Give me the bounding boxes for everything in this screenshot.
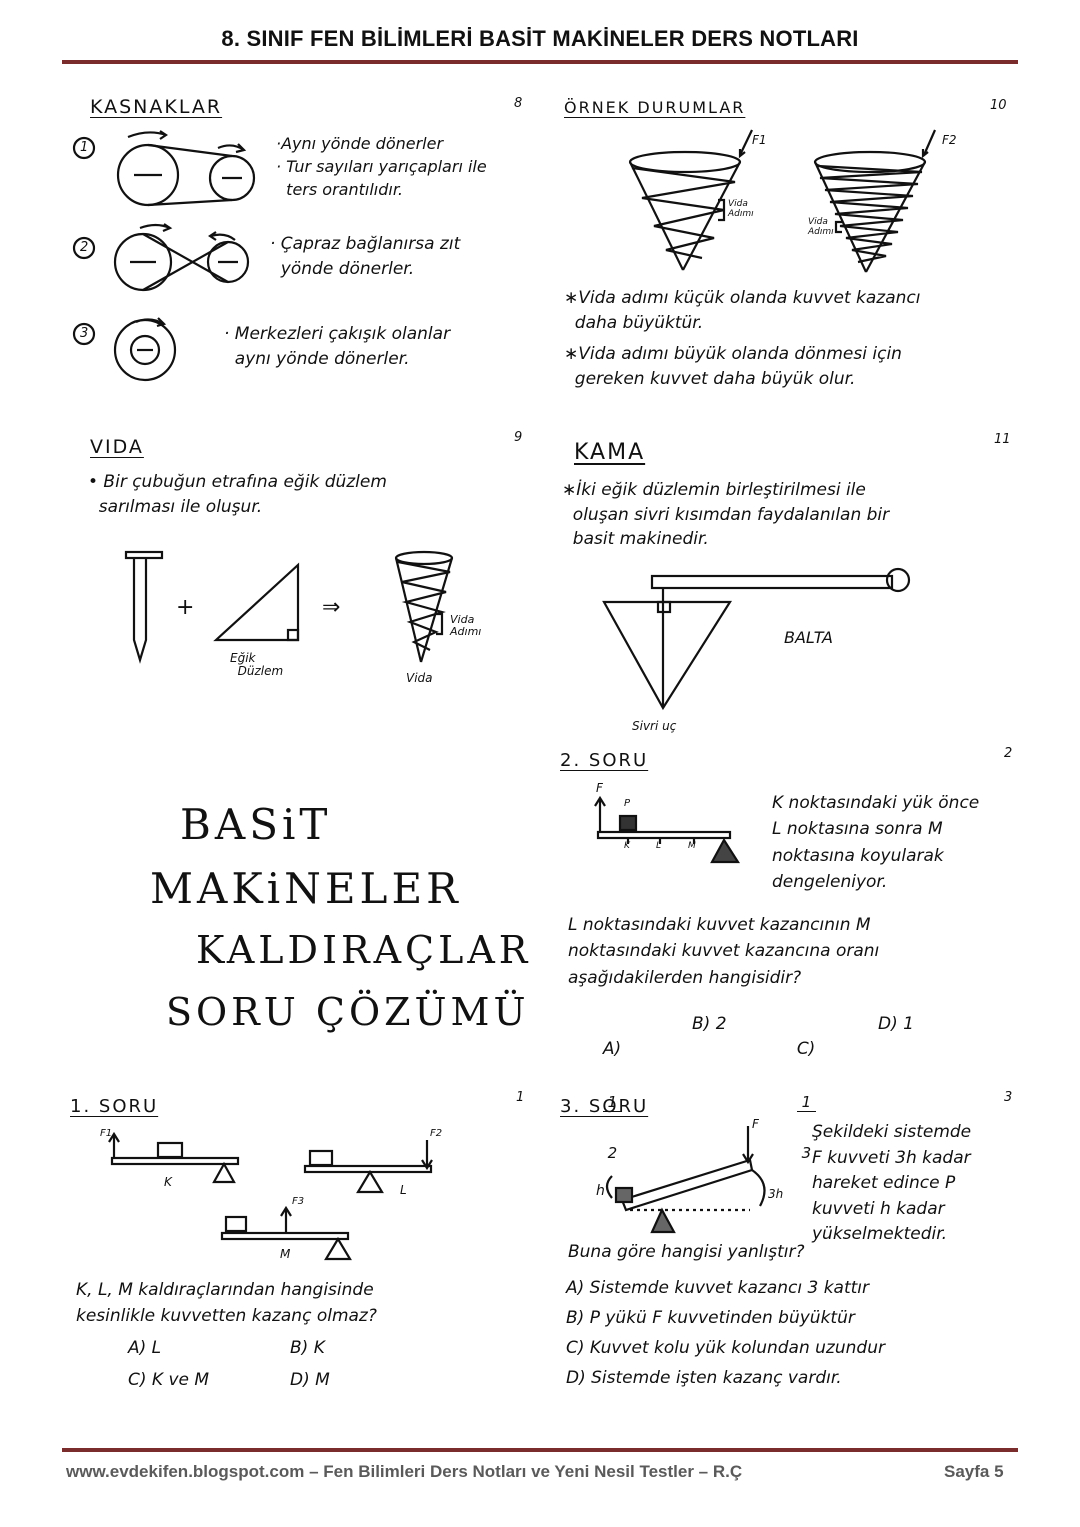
cover-line-3: KALDIRAÇLAR	[196, 928, 532, 972]
vida-inclined-plane-icon	[213, 562, 300, 642]
soru1-lever-m-diagram	[220, 1205, 352, 1261]
vida-label: Vida	[406, 671, 433, 685]
vida-adimi-label-2: Vida Adımı	[808, 217, 834, 237]
soru2-option-c-denominator: 3	[801, 1143, 812, 1162]
kasnak-3-marker: 3	[80, 326, 89, 341]
soru3-h-label: h	[596, 1183, 605, 1199]
vida-adimi-label-3: Vida Adımı	[450, 613, 482, 639]
soru1-k-label: K	[164, 1175, 172, 1189]
soru3-question: Buna göre hangisi yanlıştır?	[568, 1242, 805, 1262]
kasnak-3-text: · Merkezleri çakışık olanlar aynı yönde …	[224, 324, 451, 369]
page-title: 8. SINIF FEN BİLİMLERİ BASİT MAKİNELER D…	[221, 26, 859, 51]
soru2-f-label: F	[596, 781, 603, 795]
soru3-option-d: D) Sistemde işten kazanç vardır.	[566, 1368, 842, 1388]
vida-title: VIDA	[90, 436, 144, 458]
soru2-lever-diagram	[594, 795, 741, 864]
soru2-option-a-fraction: 1 2	[602, 1061, 622, 1194]
kama-number: 11	[994, 432, 1011, 447]
soru2-option-d: D) 1	[878, 1014, 914, 1034]
ornek-note-1: ∗Vida adımı küçük olanda kuvvet kazancı …	[564, 288, 921, 333]
soru2-number: 2	[1004, 746, 1013, 761]
axe-diagram	[602, 567, 911, 711]
soru2-option-c-numerator: 1	[796, 1094, 816, 1112]
soru1-f2-label: F2	[430, 1128, 443, 1139]
plus-sign: +	[176, 595, 195, 620]
soru1-number: 1	[516, 1090, 525, 1105]
soru3-number: 3	[1004, 1090, 1013, 1105]
soru1-f3-label: F3	[292, 1196, 305, 1207]
screw-small-pitch-diagram	[813, 129, 937, 273]
header-rule	[62, 60, 1018, 64]
soru3-option-b: B) P yükü F kuvvetinden büyüktür	[566, 1308, 855, 1328]
soru2-option-c-fraction: 1 3	[796, 1061, 816, 1194]
footer-source: www.evdekifen.blogspot.com – Fen Bilimle…	[66, 1462, 743, 1481]
kama-title: KAMA	[574, 440, 646, 465]
soru1-lever-l-diagram	[303, 1140, 433, 1194]
pulley-concentric-diagram	[72, 317, 177, 382]
kasnaklar-title: KASNAKLAR	[90, 96, 223, 118]
soru3-f-label: F	[752, 1117, 759, 1131]
vida-adimi-label-1: Vida Adımı	[728, 199, 754, 219]
cover-line-1: BASiT	[180, 800, 332, 849]
soru2-question: L noktasındaki kuvvet kazancının M nokta…	[568, 915, 880, 988]
ornek-durumlar-title: ÖRNEK DURUMLAR	[564, 98, 746, 117]
soru2-option-b: B) 2	[692, 1014, 727, 1034]
soru3-3h-label: 3h	[768, 1187, 784, 1201]
pulley-crossed-belt-diagram	[72, 223, 250, 292]
balta-label: BALTA	[784, 628, 833, 647]
f2-label: F2	[942, 133, 957, 147]
cover-line-4: SORU ÇÖZÜMÜ	[166, 990, 530, 1034]
f1-label: F1	[752, 133, 767, 147]
page-number: Sayfa 5	[944, 1462, 1004, 1481]
kasnaklar-number: 8	[514, 96, 523, 111]
footer-rule	[62, 1448, 1018, 1452]
soru2-option-a-denominator: 2	[607, 1143, 618, 1162]
kasnak-1-marker: 1	[80, 140, 89, 155]
soru1-option-c: C) K ve M	[128, 1370, 210, 1390]
soru3-option-a: A) Sistemde kuvvet kazancı 3 kattır	[566, 1278, 870, 1298]
soru2-option-c-letter: C)	[796, 1038, 816, 1059]
kasnak-1-text: ·Aynı yönde dönerler · Tur sayıları yarı…	[276, 134, 487, 200]
egik-duzlem-label: Eğik Düzlem	[230, 651, 284, 679]
soru3-option-c: C) Kuvvet kolu yük kolundan uzundur	[566, 1338, 885, 1358]
implies-arrow: ⇒	[322, 595, 341, 620]
soru2-l-label: L	[656, 841, 662, 851]
soru2-k-label: K	[624, 841, 630, 851]
soru2-scenario: K noktasındaki yük önce L noktasına sonr…	[772, 793, 980, 893]
kama-definition: ∗İki eğik düzlemin birleştirilmesi ile o…	[562, 480, 890, 550]
pulley-open-belt-diagram	[72, 130, 256, 207]
soru1-m-label: M	[280, 1247, 291, 1261]
soru1-option-d: D) M	[290, 1370, 330, 1390]
soru1-title: 1. SORU	[70, 1096, 159, 1117]
soru1-lever-k-diagram	[108, 1131, 240, 1184]
soru1-f1-label: F1	[100, 1128, 113, 1139]
soru1-question: K, L, M kaldıraçlarından hangisinde kesi…	[76, 1280, 377, 1326]
kasnak-2-text: · Çapraz bağlanırsa zıt yönde dönerler.	[270, 234, 461, 279]
ornek-note-2: ∗Vida adımı büyük olanda dönmesi için ge…	[564, 344, 902, 389]
vida-screw-icon	[394, 550, 454, 663]
soru2-option-a: A) 1 2	[592, 1012, 622, 1194]
vida-number: 9	[514, 430, 523, 445]
vida-nail-icon	[124, 550, 164, 664]
ornek-durumlar-number: 10	[990, 98, 1007, 113]
soru2-p-label: P	[624, 798, 631, 809]
soru2-option-a-numerator: 1	[602, 1094, 622, 1112]
soru2-title: 2. SORU	[560, 750, 649, 771]
soru2-option-a-letter: A)	[602, 1038, 622, 1059]
sivri-uc-label: Sivri uç	[632, 719, 677, 733]
soru1-l-label: L	[400, 1183, 407, 1197]
soru2-option-c: C) 1 3	[786, 1012, 816, 1194]
soru3-scenario: Şekildeki sistemde F kuvveti 3h kadar ha…	[812, 1122, 972, 1244]
soru2-m-label: M	[688, 841, 696, 851]
vida-definition: • Bir çubuğun etrafına eğik düzlem sarıl…	[88, 472, 387, 517]
screw-large-pitch-diagram	[628, 129, 753, 271]
soru1-option-a: A) L	[128, 1338, 162, 1358]
cover-line-2: MAKiNELER	[150, 864, 462, 913]
soru1-option-b: B) K	[290, 1338, 325, 1358]
soru3-lever-diagram	[605, 1126, 766, 1234]
soru3-title: 3. SORU	[560, 1096, 649, 1117]
kasnak-2-marker: 2	[80, 240, 89, 255]
